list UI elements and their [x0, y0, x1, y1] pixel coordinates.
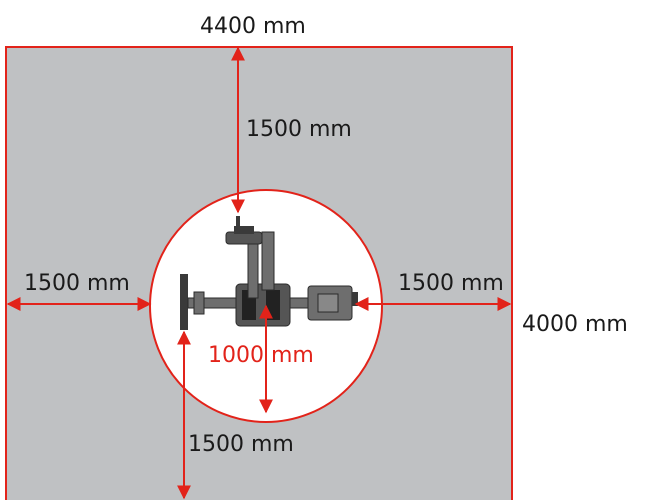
- clearance-left-label: 1500 mm: [24, 271, 130, 296]
- reach-radius-label: 1000 mm: [208, 343, 314, 368]
- width-label: 4400 mm: [200, 14, 306, 39]
- machine-top-view: [180, 216, 358, 330]
- clearance-bottom-label: 1500 mm: [188, 432, 294, 457]
- clearance-right-label: 1500 mm: [398, 271, 504, 296]
- height-label: 4000 mm: [522, 312, 628, 337]
- clearance-top-label: 1500 mm: [246, 117, 352, 142]
